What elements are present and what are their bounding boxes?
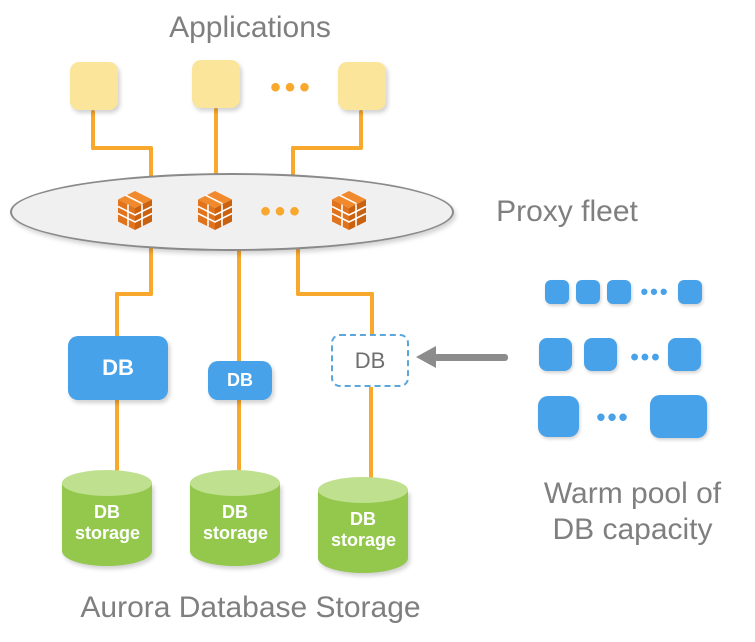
application-box-2	[192, 60, 240, 108]
connector-app1-h	[91, 146, 153, 150]
warm-pool-label: Warm pool of DB capacity	[515, 476, 750, 548]
db-storage-cylinder-3: DB storage	[318, 477, 408, 573]
warm-pool-instance	[539, 338, 572, 371]
cylinder-top	[318, 477, 408, 503]
proxy-fleet-label: Proxy fleet	[496, 195, 638, 228]
cylinder-body	[62, 483, 152, 566]
db-storage-label: DB storage	[203, 502, 269, 543]
warm-pool-instance	[576, 280, 600, 304]
db-instance-2: DB	[208, 361, 272, 400]
cylinder-top	[190, 470, 280, 496]
warm-pool-instance	[545, 280, 569, 304]
warm-pool-instance	[678, 280, 702, 304]
connector-storage3-v	[369, 384, 373, 488]
connector-storage1-v	[115, 398, 119, 484]
warm-pool-ellipsis: •••	[640, 279, 670, 304]
db-instance-1: DB	[68, 336, 168, 400]
left-arrow-icon	[434, 354, 508, 361]
warm-pool-label-line2: DB capacity	[552, 513, 713, 546]
connector-app1-v	[91, 110, 95, 150]
connector-db1-v2	[115, 292, 119, 340]
connector-app1-v2	[149, 146, 153, 184]
connector-db3-v2	[370, 292, 374, 338]
warm-pool-ellipsis: •••	[596, 402, 630, 432]
proxy-icon	[116, 190, 154, 232]
applications-label: Applications	[169, 11, 331, 44]
proxy-icon	[196, 190, 234, 232]
proxy-ellipsis: •••	[260, 195, 304, 228]
db-storage-label: DB storage	[75, 502, 141, 543]
connector-app3-v2	[291, 146, 295, 188]
warm-pool-instance	[538, 396, 579, 437]
left-arrow-head-icon	[416, 346, 436, 368]
cylinder-body	[318, 490, 408, 573]
warm-pool-ellipsis: •••	[630, 344, 662, 371]
proxy-icon	[330, 190, 368, 232]
connector-db1-h	[115, 292, 153, 296]
application-box-3	[338, 62, 386, 110]
connector-db1-v	[149, 236, 153, 296]
db-instance-placeholder: DB	[331, 334, 409, 387]
aurora-storage-label: Aurora Database Storage	[80, 591, 421, 624]
cylinder-top	[62, 470, 152, 496]
warm-pool-instance	[607, 280, 631, 304]
cylinder-body	[190, 483, 280, 566]
warm-pool-instance	[650, 395, 707, 438]
application-box-1	[70, 62, 118, 110]
db-storage-label: DB storage	[331, 509, 397, 550]
connector-app2-v	[214, 108, 218, 188]
connector-db3-h	[296, 292, 374, 296]
warm-pool-instance	[584, 338, 617, 371]
db-storage-cylinder-2: DB storage	[190, 470, 280, 566]
connector-db3-v	[296, 236, 300, 296]
warm-pool-label-line1: Warm pool of	[543, 477, 722, 510]
connector-db2-v	[237, 236, 241, 366]
warm-pool-instance	[668, 338, 701, 371]
applications-ellipsis: •••	[270, 71, 314, 104]
connector-app3-h	[291, 146, 363, 150]
connector-app3-v	[359, 110, 363, 148]
db-storage-cylinder-1: DB storage	[62, 470, 152, 566]
connector-storage2-v	[237, 398, 241, 484]
